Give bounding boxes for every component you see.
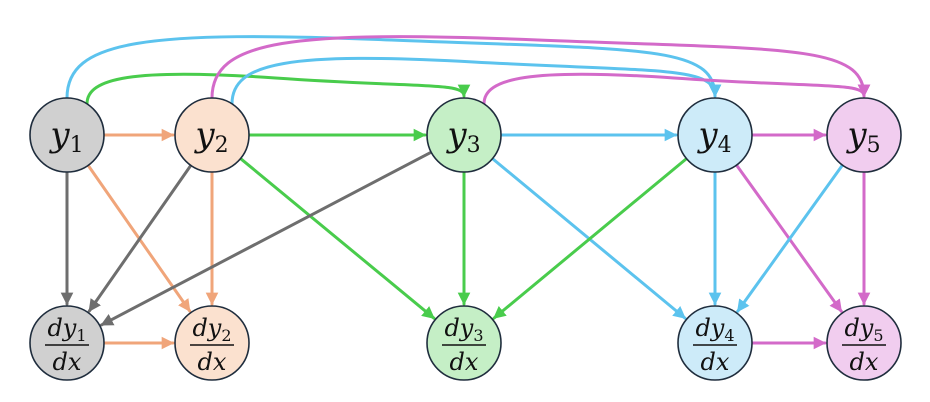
edge-y2-to-d3 (239, 157, 436, 320)
edge-y2-to-y4 (230, 56, 722, 106)
node-d3-numerator: dy3 (444, 314, 483, 345)
edge-y2-to-y5 (210, 35, 871, 100)
node-d4-denominator: dx (701, 348, 730, 376)
node-d2: dy2 dx (174, 305, 250, 381)
node-d1-circle (29, 305, 105, 381)
node-d4-circle (677, 305, 753, 381)
node-d4: dy4 dx (677, 305, 753, 381)
node-y5: y5 (826, 97, 902, 173)
node-d1-numerator: dy1 (47, 314, 86, 345)
edge-y1-to-y3 (85, 72, 471, 106)
node-y4: y4 (677, 97, 753, 173)
node-d4-numerator: dy4 (695, 314, 734, 345)
edge-y1-to-y4 (65, 35, 722, 100)
edge-y5-to-d4 (736, 163, 844, 313)
node-y2: y2 (174, 97, 250, 173)
node-d1: dy1 dx (29, 305, 105, 381)
node-y3-label: y3 (445, 115, 480, 158)
node-d2-circle (174, 305, 250, 381)
node-d5-denominator: dx (850, 348, 879, 376)
node-d3-denominator: dx (450, 348, 479, 376)
node-d3: dy3 dx (426, 305, 502, 381)
edge-y3-to-d1 (100, 150, 433, 327)
node-d2-numerator: dy2 (192, 314, 231, 345)
node-d5: dy5 dx (826, 305, 902, 381)
node-y1-circle (29, 97, 105, 173)
node-y2-circle (174, 97, 250, 173)
edge-layer (60, 35, 871, 350)
node-y4-circle (677, 97, 753, 173)
node-y1: y1 (29, 97, 105, 173)
node-y1-label: y1 (48, 115, 83, 158)
node-y3: y3 (426, 97, 502, 173)
node-y4-label: y4 (696, 115, 731, 158)
edge-y2-to-d1 (87, 163, 193, 313)
node-d3-circle (426, 305, 502, 381)
node-y5-label: y5 (845, 115, 880, 158)
edge-y4-to-d3 (492, 157, 689, 320)
node-d1-denominator: dx (53, 348, 82, 376)
node-d5-circle (826, 305, 902, 381)
edge-y3-to-y5 (482, 72, 871, 106)
node-y3-circle (426, 97, 502, 173)
node-y5-circle (826, 97, 902, 173)
node-d5-numerator: dy5 (844, 314, 883, 345)
node-y2-label: y2 (193, 115, 228, 158)
node-d2-denominator: dx (198, 348, 227, 376)
node-layer: y1 y2 y3 y4 y5 dy1 dx dy2 dx dy3 dx dy4 dx dy5 dx (29, 97, 902, 381)
